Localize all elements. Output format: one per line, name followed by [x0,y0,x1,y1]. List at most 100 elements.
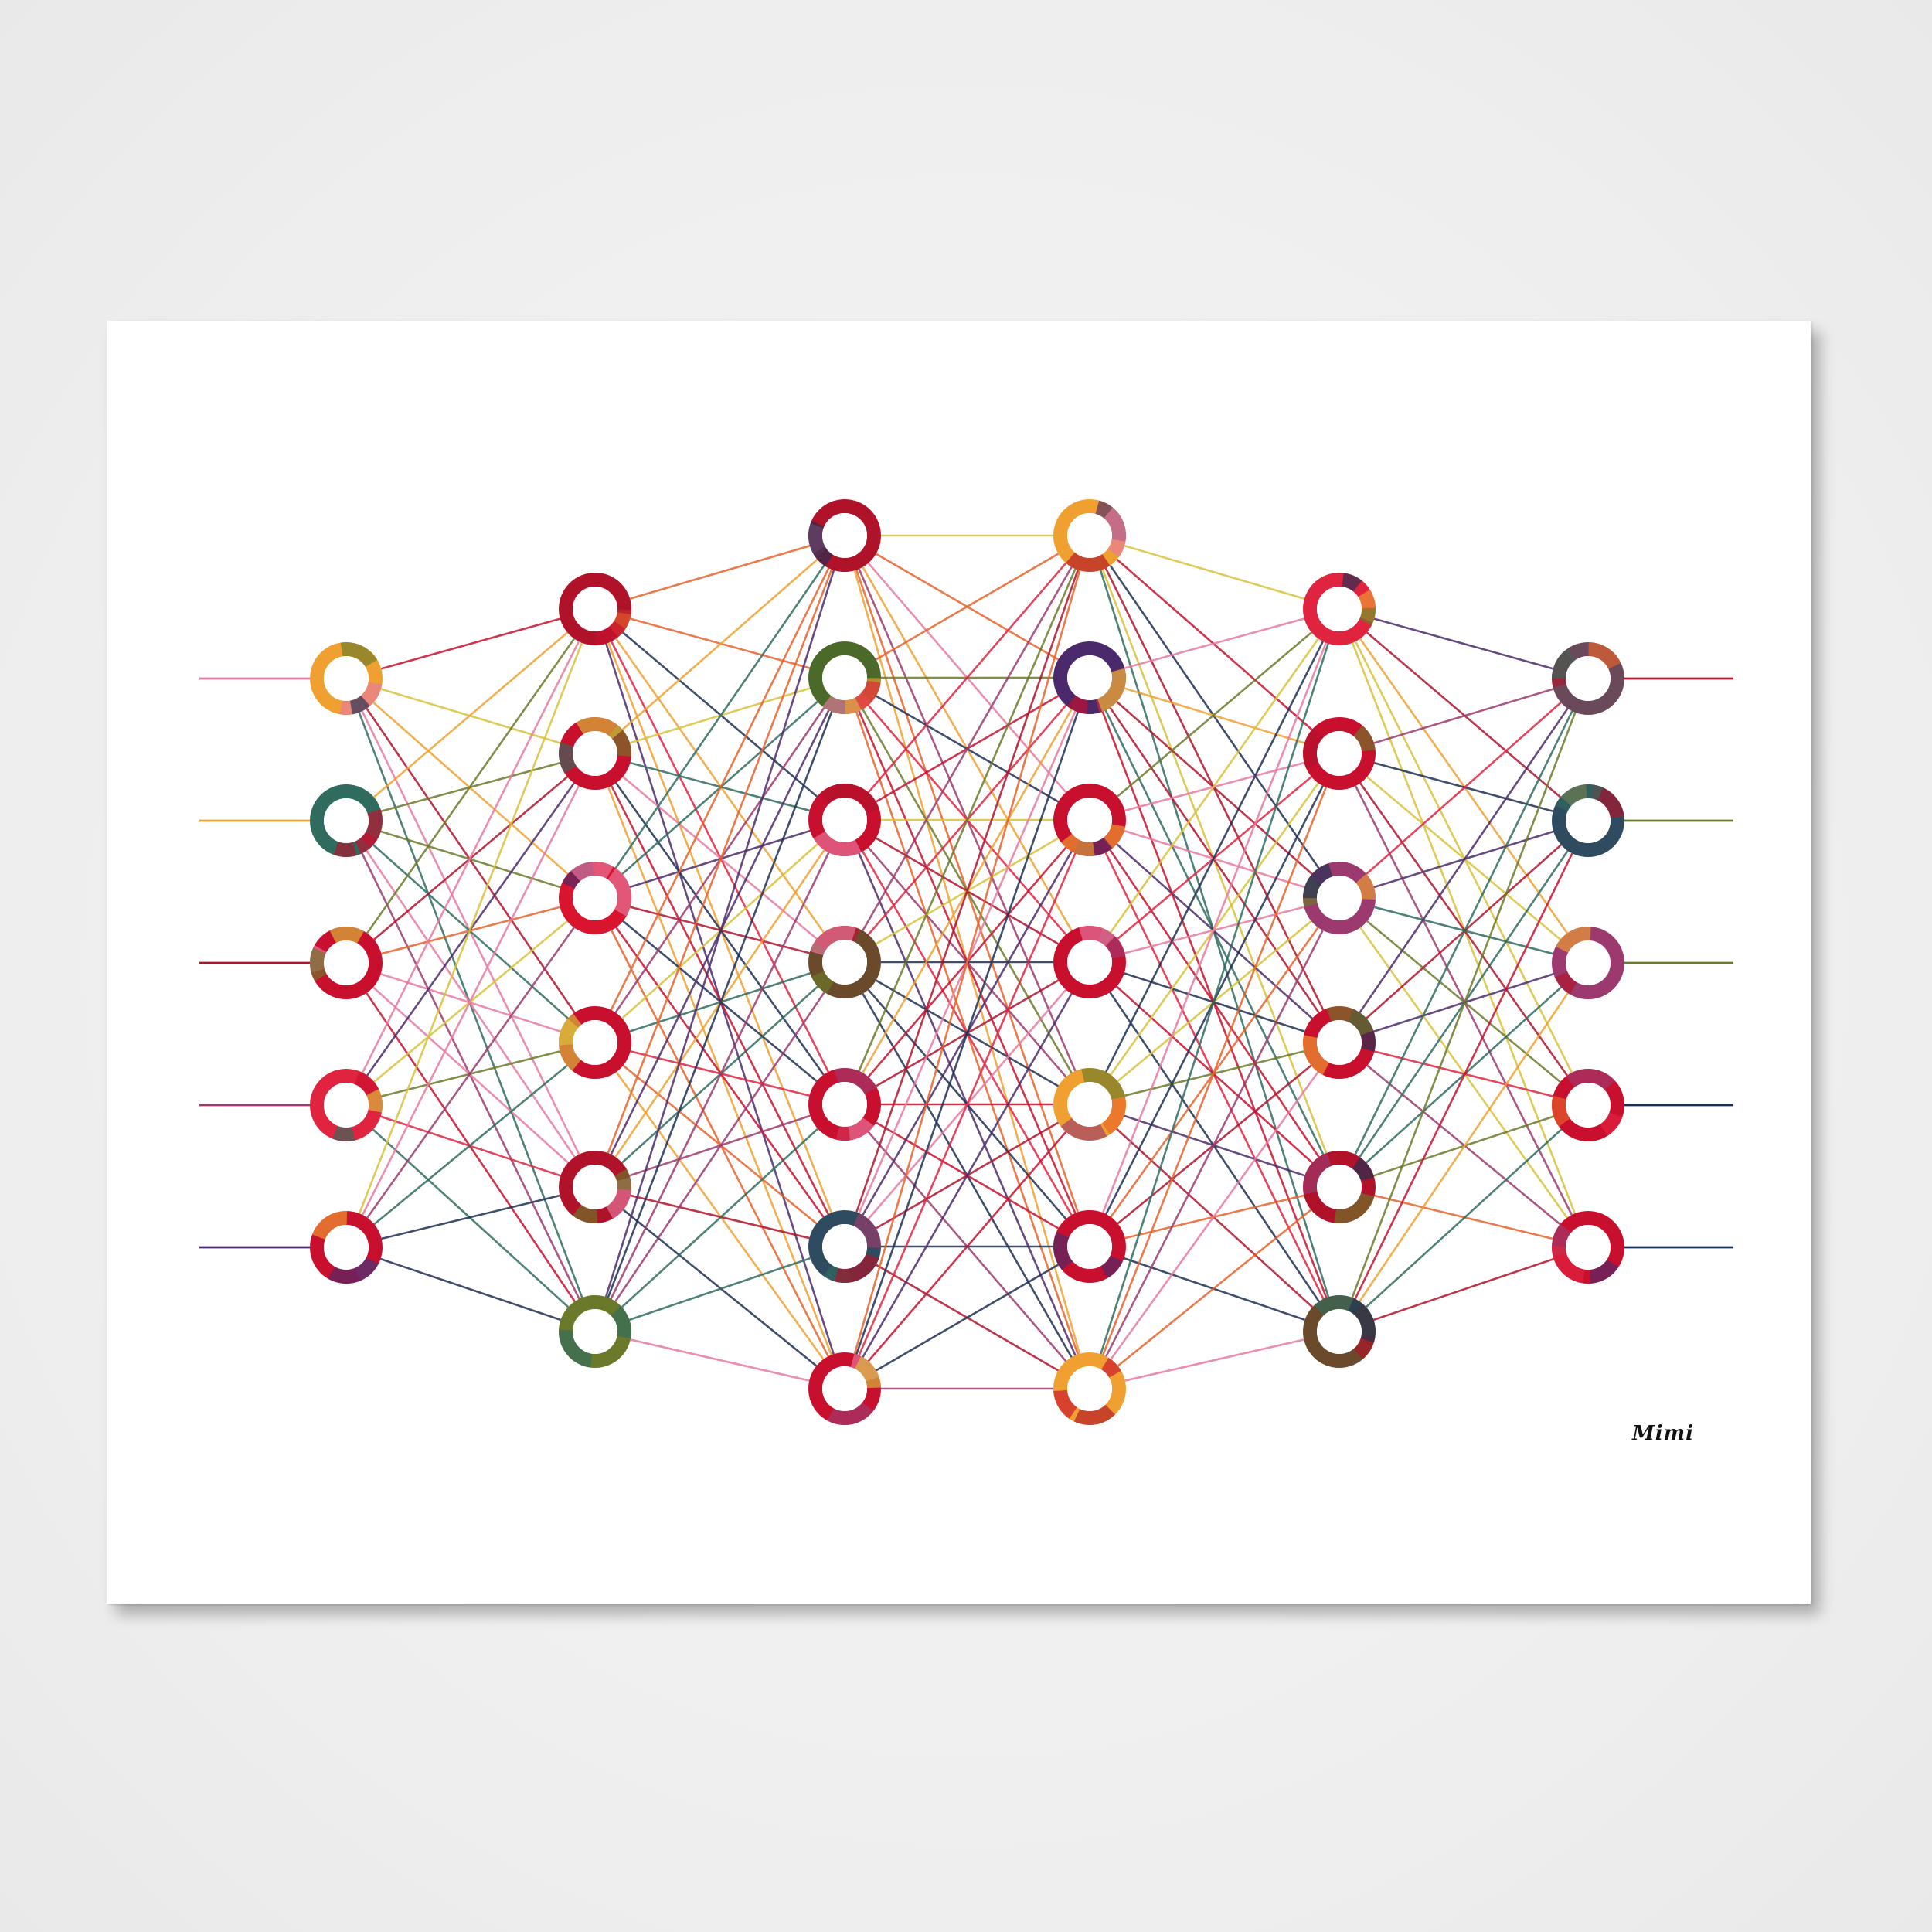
neuron-node [1552,1069,1624,1141]
connection-line [345,608,597,964]
neuron-node [808,1068,881,1141]
neuron-node [1303,1295,1376,1368]
connection-line [345,820,596,1043]
neuron-node [808,1352,881,1425]
neuron-node [310,927,383,999]
connection-line [1088,753,1341,1389]
neuron-node [1053,926,1126,998]
connection-line [345,607,596,680]
connection-line [1338,678,1590,1188]
connection-line [1088,608,1341,1247]
connection-line [594,1330,845,1390]
connection-line [1338,677,1589,755]
connection-line [1338,1246,1589,1333]
neuron-node [559,1006,631,1079]
neuron-node [1552,642,1624,715]
connection-line [594,753,845,963]
connection-line [594,753,846,1105]
neuron-node [559,1151,631,1223]
connection-line [1338,678,1589,899]
connection-line [1338,678,1590,1043]
connection-line [345,897,597,1248]
connection-line [1338,897,1590,1248]
connection-line [1088,677,1341,1043]
connection-line [594,1245,845,1333]
neuron-node [559,717,631,790]
connection-line [345,1104,596,1332]
connection-line [345,608,597,1106]
connection-line [1088,608,1341,1105]
connection-line [1088,1042,1341,1389]
connection-line [843,535,1091,1247]
connection-line [844,534,1090,679]
connection-line [1088,608,1341,1389]
connection-line [345,608,596,821]
connection-line [345,608,597,1248]
connection-line [1338,753,1589,964]
neuron-node [1053,641,1126,714]
connection-line [594,677,846,1332]
neuron-node [1552,927,1624,999]
neuron-node [1053,1352,1126,1425]
neuron-node [1053,784,1126,856]
neuron-node [310,1069,383,1141]
connection-line [1089,534,1340,611]
connection-line [1088,961,1341,1332]
connection-line [594,961,846,1332]
connection-line [594,535,846,899]
connection-line [1089,1330,1340,1390]
connection-line [594,1104,845,1332]
neuron-node [1303,1006,1376,1079]
connection-line [345,678,596,899]
connection-line [345,820,597,1188]
connection-line [843,535,1091,1389]
neuron-nodes [310,499,1624,1425]
neuron-node [808,784,881,856]
connection-line [843,677,1091,1389]
connection-line [1088,897,1341,1389]
connection-line [1089,1185,1340,1390]
connection-line [1089,961,1340,1188]
connection-line [1338,897,1589,1106]
connection-line [1089,608,1340,821]
connection-line [843,961,1091,1389]
connection-line [844,1245,1090,1390]
connection-line [594,535,845,754]
connection-line [345,1246,596,1333]
neuron-node [808,641,881,714]
neuron-node [808,1210,881,1283]
input-output-lines [199,677,1733,1249]
connection-line [1338,678,1590,1332]
connection-lines [345,534,1590,1390]
connection-line [345,1041,596,1249]
neuron-node [1303,573,1376,645]
connection-line [1089,607,1340,679]
neuron-node [310,1211,383,1284]
artist-signature: Mimi [1632,1422,1695,1445]
connection-line [1338,1041,1589,1249]
connection-line [843,819,1091,1389]
neuron-node [310,784,383,857]
neuron-node [310,642,383,715]
connection-line [1338,1104,1589,1332]
neuron-node [559,573,631,645]
neuron-node [1552,1211,1624,1284]
connection-line [594,534,845,611]
neuron-node [1552,784,1624,857]
connection-line [594,896,845,1106]
connection-line [1338,962,1590,1332]
neuron-node [1303,1151,1376,1223]
connection-line [345,1185,596,1249]
connection-line [345,962,597,1332]
connection-line [843,535,1091,1105]
connection-line [1089,819,1340,1043]
connection-line [594,819,846,1332]
connection-line [844,1104,1090,1389]
neuron-node [1053,1210,1126,1283]
connection-line [844,535,1090,821]
neuron-node [559,1295,631,1368]
neuron-node [808,499,881,572]
connection-line [1088,608,1341,963]
